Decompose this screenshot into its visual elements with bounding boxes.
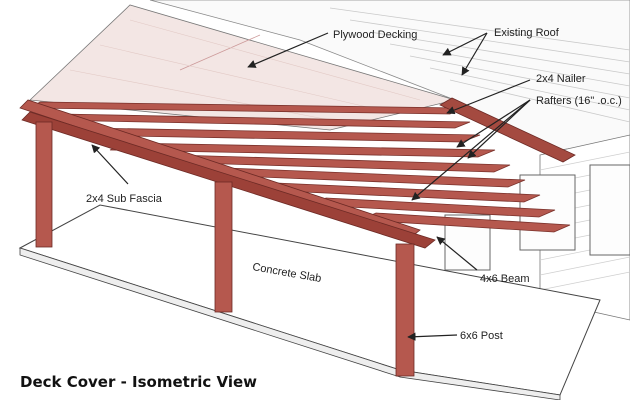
label-beam: 4x6 Beam — [480, 273, 530, 285]
post-right — [395, 243, 415, 377]
page-title: Deck Cover - Isometric View — [20, 373, 257, 391]
leader-lines — [91, 32, 531, 341]
label-existing-roof: Existing Roof — [494, 27, 560, 39]
post-middle — [214, 181, 233, 313]
label-post: 6x6 Post — [460, 330, 503, 342]
label-sub-fascia: 2x4 Sub Fascia — [86, 193, 163, 205]
posts — [35, 121, 415, 377]
concrete-slab — [18, 204, 601, 396]
beam — [21, 111, 436, 249]
label-nailer: 2x4 Nailer — [536, 73, 586, 85]
label-plywood-decking: Plywood Decking — [333, 29, 417, 41]
label-rafters: Rafters (16" .o.c.) — [536, 95, 622, 107]
window — [589, 164, 630, 256]
nailer — [439, 97, 576, 163]
rafters — [28, 101, 571, 233]
post-left — [35, 121, 53, 248]
